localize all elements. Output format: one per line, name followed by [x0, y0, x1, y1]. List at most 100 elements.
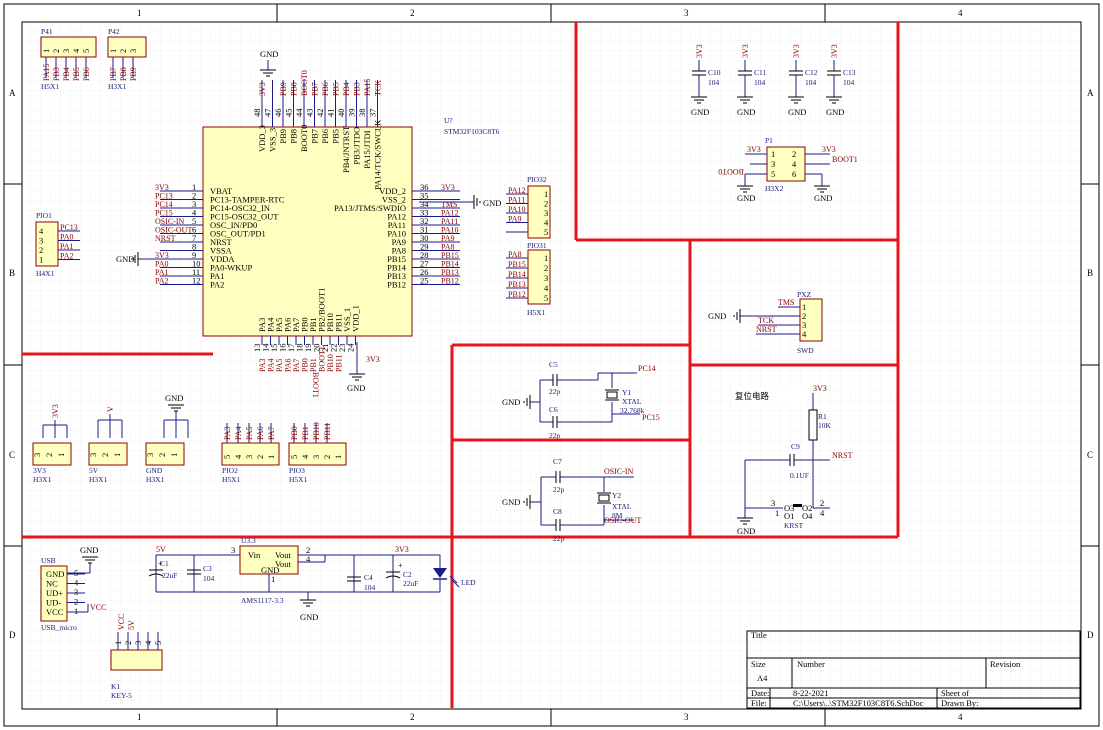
header-pin-num: 5 — [544, 293, 548, 303]
header-gnd[interactable]: GND 3 2 1 GND H3X1 — [145, 393, 189, 484]
mcu-pin-net: BOOT1 — [318, 346, 327, 372]
header-pin-num: 2 — [322, 455, 332, 459]
mcu-pin-net: PB4 — [342, 82, 351, 96]
power-regulator-circuit[interactable]: 5V C1 22uF + C3 104 U3.3 Vin Vout Vout G… — [148, 536, 476, 622]
col-label-1-bottom: 1 — [137, 712, 142, 722]
row-label-c: C — [9, 450, 15, 460]
mcu-pin-num: 20 — [312, 344, 322, 353]
header-pin-net: PB0 — [290, 426, 299, 440]
pio2-footprint: H5X1 — [222, 475, 241, 484]
mcu-pin-num: 22 — [329, 344, 339, 353]
mcu-pin-num: 35 — [420, 191, 429, 201]
mcu-pin-name: PA1 — [210, 271, 224, 281]
krst-pin2: 2 — [820, 498, 824, 508]
header-pin-num: 1 — [108, 49, 118, 53]
reg-gnd-symbol: GND — [300, 612, 318, 622]
mcu-pin-name: PA7 — [291, 318, 301, 332]
led-ref: LED — [461, 578, 476, 587]
mcu-pin-net: PB1 — [309, 358, 318, 372]
mcu-pin-net: 3V3 — [441, 183, 455, 192]
cap-gnd: GND — [737, 107, 755, 117]
krst-pin3: 3 — [771, 498, 775, 508]
mcu-pin-num: 43 — [305, 109, 315, 118]
mcu-pin-net: PA10 — [441, 226, 459, 235]
header-pin-net: PA5 — [245, 427, 254, 441]
hgnd-ref: GND — [146, 466, 163, 475]
header-p1-boot[interactable]: P1 1 2 3 4 5 6 H3X2 3V3 3V3 BOOT1 BOOT0 … — [718, 136, 858, 203]
usb-pin-num: 1 — [74, 606, 78, 616]
mcu-pin-net: PB10 — [326, 354, 335, 372]
reset-circuit[interactable]: 复位电路 3V3 R1 10K C9 NRST 0.1UF GND 3 O3 1… — [732, 384, 853, 536]
col-label-3-bottom: 3 — [684, 712, 689, 722]
p1-3v3-right: 3V3 — [822, 145, 836, 154]
h5v-footprint: H3X1 — [89, 475, 108, 484]
mcu-pin-num: 34 — [420, 199, 429, 209]
row-label-b: B — [9, 268, 15, 278]
reg-vout: Vout — [275, 550, 292, 560]
c9-value: 0.1UF — [790, 471, 809, 480]
cap-ref: C11 — [754, 68, 766, 77]
c7-value: 22p — [553, 485, 565, 494]
mcu-bottom-pins: PA313PA3PA414PA4PA515PA5PA616PA6PA717PA7… — [252, 288, 361, 398]
mcu-pin-num: 36 — [420, 182, 429, 192]
mcu-pin-name: VSS_2 — [382, 195, 406, 205]
h5v-pin2: 2 — [100, 453, 110, 457]
col-label-1: 1 — [137, 8, 142, 18]
mcu-pin-name: VSS_3 — [268, 128, 278, 152]
header-pin-net: PB5 — [72, 67, 81, 81]
header-pin-net: PB10 — [312, 422, 321, 440]
p1-footprint: H3X2 — [765, 184, 784, 193]
header-pin-num: 4 — [544, 283, 549, 293]
mcu-pin-name: PB4/JNTRST — [341, 125, 351, 173]
header-swd[interactable]: PXZ 1 2 3 4 TMS GND TCK NRST SWD — [708, 290, 823, 355]
h33-ref: 3V3 — [33, 466, 46, 475]
pio1-footprint: H4X1 — [36, 269, 55, 278]
decoupling-caps: 3V3GNDC101043V3GNDC111043V3GNDC121043V3G… — [691, 44, 856, 117]
mcu-pin-name: PC13-TAMPER-RTC — [210, 195, 285, 205]
h33-pin2: 2 — [44, 453, 54, 457]
c3-ref: C3 — [203, 564, 212, 573]
header-pin-num: 2 — [39, 245, 43, 255]
tb-file-label: File: — [751, 698, 767, 708]
p1-gnd-left: GND — [737, 193, 755, 203]
mcu-pin-num: 48 — [252, 109, 262, 118]
title-block: Title Size A4 Number Revision Date: 8-22… — [746, 630, 1081, 709]
y1-pc15: PC15 — [642, 413, 660, 422]
mcu-pin-name: PB0 — [300, 317, 310, 332]
crystal-32k-circuit[interactable]: C5 C6 22p 22p GND PC14 PC15 Y1 XTAL 32.7… — [502, 360, 660, 440]
header-pin-net: PB11 — [323, 423, 332, 441]
mcu-pin-net: PB6 — [321, 82, 330, 96]
header-pin-num: 2 — [255, 455, 265, 459]
header-5v[interactable]: V 3 2 1 5V H3X1 — [88, 406, 128, 484]
mcu-pin-num: 30 — [420, 233, 429, 243]
crystal-8m-circuit[interactable]: C7 C8 22p 22p GND OSIC-IN OSIC-OUT Y2 XT… — [502, 457, 641, 543]
mcu-pin-name: PA15/JTDI — [362, 130, 372, 169]
mcu-pin-num: 3 — [192, 199, 196, 209]
col-label-4-bottom: 4 — [958, 712, 963, 722]
pio31-footprint: H5X1 — [527, 308, 546, 317]
h33-pin1: 1 — [56, 453, 66, 457]
p1-pin3: 3 — [771, 159, 775, 169]
mcu-pin-num: 16 — [278, 344, 288, 353]
header-pin-num: 2 — [544, 263, 548, 273]
mcu-pin-num: 39 — [347, 109, 357, 118]
y1-type: XTAL — [622, 397, 642, 406]
header-3v3[interactable]: 3V3 3 2 1 3V3 H3X1 — [32, 404, 72, 484]
y2-ref: Y2 — [612, 491, 621, 500]
krst-pin1: 1 — [775, 508, 779, 518]
reg-pin2: 2 — [306, 545, 310, 555]
p41-footprint: H5X1 — [41, 82, 60, 91]
mcu-pin-name: PA0-WKUP — [210, 263, 252, 273]
key-pin-num: 1 — [113, 641, 123, 645]
mcu-pin-name: PA11 — [388, 220, 406, 230]
